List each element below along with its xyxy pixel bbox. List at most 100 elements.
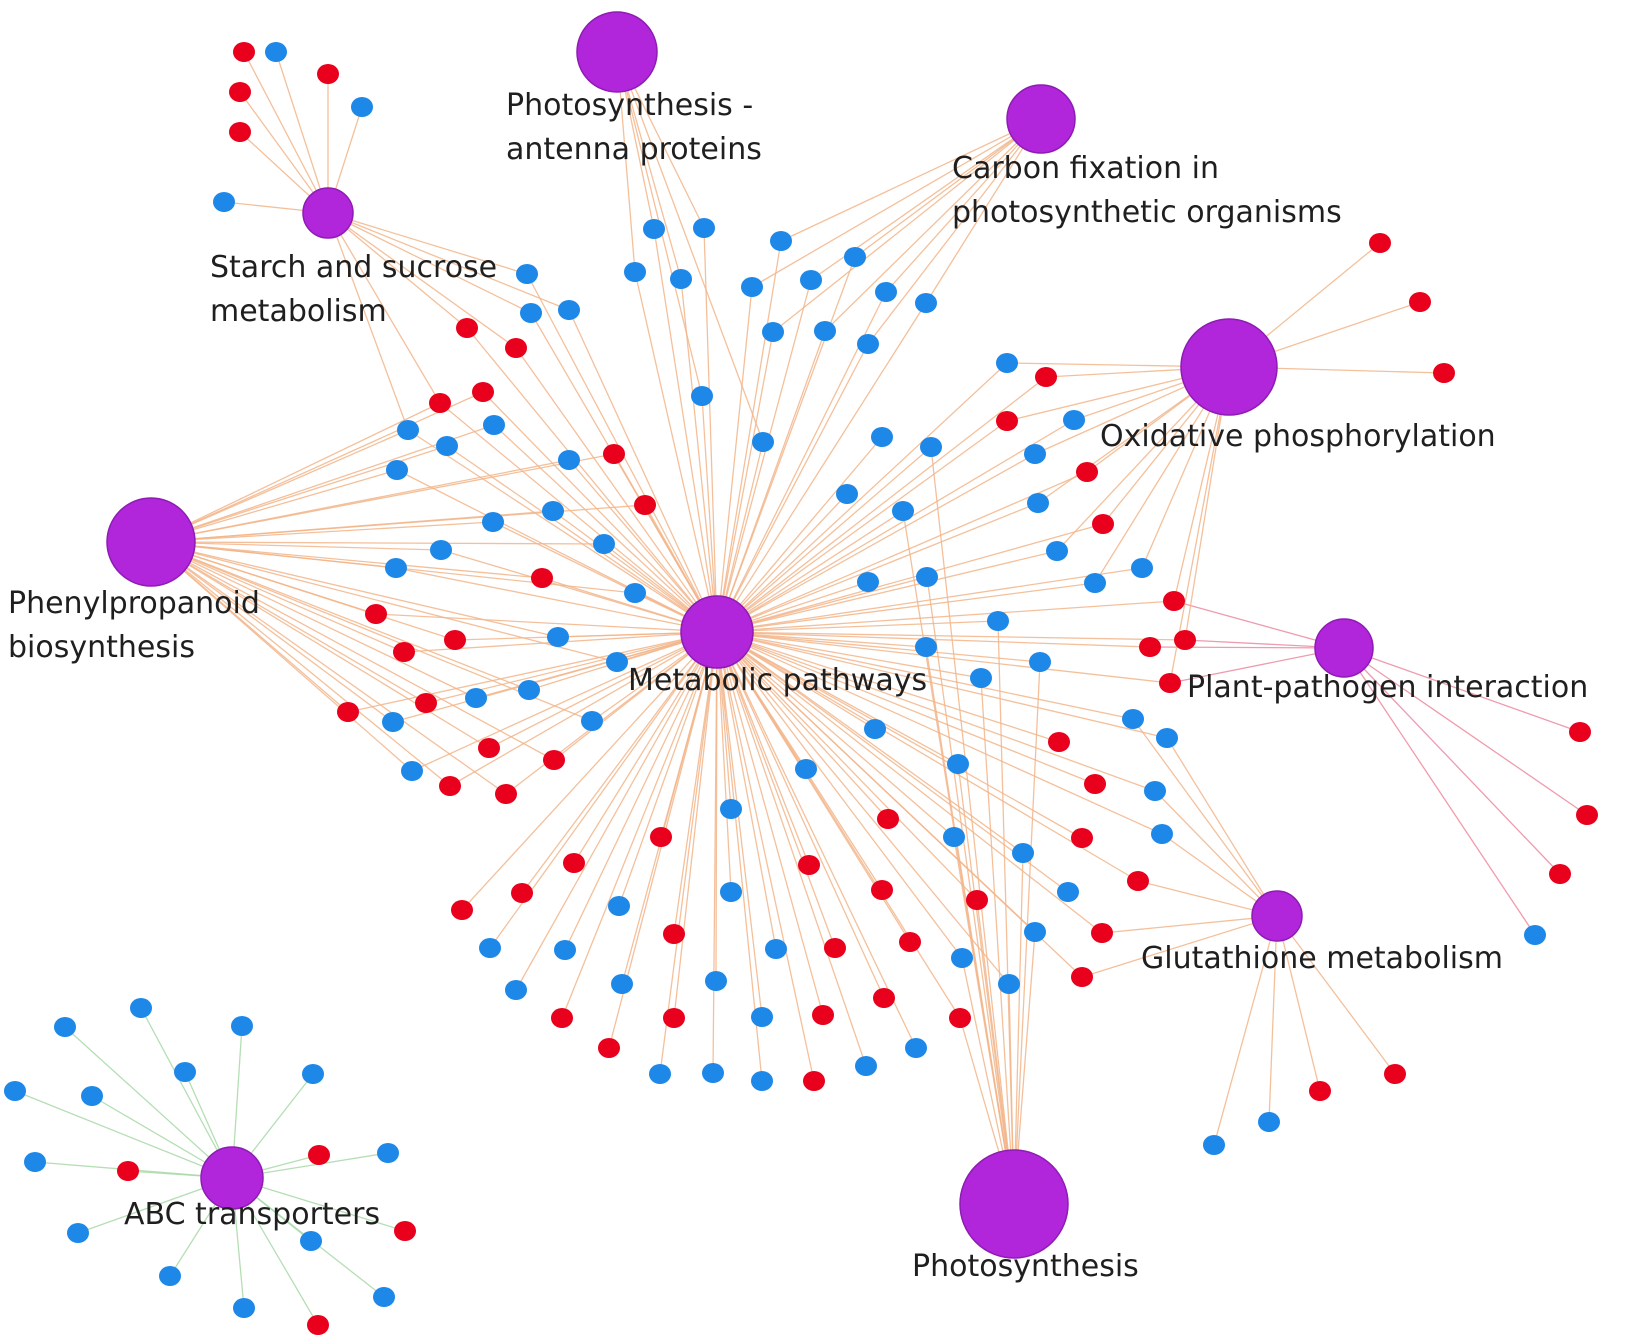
upregulated-gene-node-58[interactable] xyxy=(495,784,517,804)
downregulated-gene-node-32[interactable] xyxy=(857,334,879,354)
downregulated-gene-node-15[interactable] xyxy=(483,415,505,435)
downregulated-gene-node-21[interactable] xyxy=(670,269,692,289)
downregulated-gene-node-14[interactable] xyxy=(397,420,419,440)
downregulated-gene-node-112[interactable] xyxy=(720,799,742,819)
upregulated-gene-node-72[interactable] xyxy=(1035,367,1057,387)
downregulated-gene-node-17[interactable] xyxy=(386,460,408,480)
downregulated-gene-node-7[interactable] xyxy=(516,264,538,284)
downregulated-gene-node-75[interactable] xyxy=(1024,444,1046,464)
downregulated-gene-node-142[interactable] xyxy=(855,1056,877,1076)
downregulated-gene-node-62[interactable] xyxy=(892,501,914,521)
upregulated-gene-node-123[interactable] xyxy=(451,900,473,920)
downregulated-gene-node-29[interactable] xyxy=(915,293,937,313)
downregulated-gene-node-68[interactable] xyxy=(1029,652,1051,672)
downregulated-gene-node-69[interactable] xyxy=(864,719,886,739)
upregulated-gene-node-51[interactable] xyxy=(337,702,359,722)
downregulated-gene-node-132[interactable] xyxy=(611,974,633,994)
upregulated-gene-node-135[interactable] xyxy=(551,1008,573,1028)
upregulated-gene-node-34[interactable] xyxy=(603,444,625,464)
downregulated-gene-node-71[interactable] xyxy=(996,353,1018,373)
downregulated-gene-node-9[interactable] xyxy=(558,300,580,320)
upregulated-gene-node-73[interactable] xyxy=(996,411,1018,431)
downregulated-gene-node-152[interactable] xyxy=(174,1062,196,1082)
downregulated-gene-node-106[interactable] xyxy=(1524,925,1546,945)
downregulated-gene-node-70[interactable] xyxy=(947,754,969,774)
pathway-node-carbon[interactable] xyxy=(1006,84,1076,154)
upregulated-gene-node-133[interactable] xyxy=(873,988,895,1008)
downregulated-gene-node-77[interactable] xyxy=(1027,493,1049,513)
downregulated-gene-node-39[interactable] xyxy=(430,540,452,560)
downregulated-gene-node-111[interactable] xyxy=(795,759,817,779)
downregulated-gene-node-42[interactable] xyxy=(624,583,646,603)
upregulated-gene-node-87[interactable] xyxy=(1409,292,1431,312)
downregulated-gene-node-96[interactable] xyxy=(1012,843,1034,863)
upregulated-gene-node-115[interactable] xyxy=(650,827,672,847)
downregulated-gene-node-59[interactable] xyxy=(871,427,893,447)
upregulated-gene-node-105[interactable] xyxy=(1549,864,1571,884)
downregulated-gene-node-109[interactable] xyxy=(1258,1112,1280,1132)
upregulated-gene-node-46[interactable] xyxy=(393,642,415,662)
upregulated-gene-node-140[interactable] xyxy=(598,1038,620,1058)
downregulated-gene-node-22[interactable] xyxy=(691,386,713,406)
downregulated-gene-node-162[interactable] xyxy=(233,1298,255,1318)
downregulated-gene-node-90[interactable] xyxy=(1156,728,1178,748)
downregulated-gene-node-161[interactable] xyxy=(159,1266,181,1286)
upregulated-gene-node-91[interactable] xyxy=(1048,732,1070,752)
downregulated-gene-node-67[interactable] xyxy=(970,668,992,688)
downregulated-gene-node-18[interactable] xyxy=(643,219,665,239)
upregulated-gene-node-117[interactable] xyxy=(563,853,585,873)
downregulated-gene-node-45[interactable] xyxy=(547,627,569,647)
pathway-node-plantpath[interactable] xyxy=(1314,618,1374,678)
upregulated-gene-node-107[interactable] xyxy=(1384,1064,1406,1084)
downregulated-gene-node-3[interactable] xyxy=(351,97,373,117)
downregulated-gene-node-157[interactable] xyxy=(377,1143,399,1163)
upregulated-gene-node-83[interactable] xyxy=(1174,630,1196,650)
downregulated-gene-node-40[interactable] xyxy=(385,558,407,578)
downregulated-gene-node-134[interactable] xyxy=(505,980,527,1000)
upregulated-gene-node-82[interactable] xyxy=(1163,591,1185,611)
downregulated-gene-node-52[interactable] xyxy=(382,712,404,732)
upregulated-gene-node-35[interactable] xyxy=(634,495,656,515)
downregulated-gene-node-94[interactable] xyxy=(1151,824,1173,844)
downregulated-gene-node-80[interactable] xyxy=(1084,573,1106,593)
upregulated-gene-node-116[interactable] xyxy=(798,855,820,875)
downregulated-gene-node-131[interactable] xyxy=(705,971,727,991)
upregulated-gene-node-4[interactable] xyxy=(229,82,251,102)
downregulated-gene-node-31[interactable] xyxy=(814,321,836,341)
upregulated-gene-node-84[interactable] xyxy=(1139,637,1161,657)
downregulated-gene-node-147[interactable] xyxy=(54,1017,76,1037)
downregulated-gene-node-153[interactable] xyxy=(302,1064,324,1084)
upregulated-gene-node-124[interactable] xyxy=(663,924,685,944)
upregulated-gene-node-43[interactable] xyxy=(365,604,387,624)
upregulated-gene-node-146[interactable] xyxy=(803,1071,825,1091)
downregulated-gene-node-158[interactable] xyxy=(67,1223,89,1243)
downregulated-gene-node-145[interactable] xyxy=(751,1071,773,1091)
downregulated-gene-node-36[interactable] xyxy=(542,501,564,521)
pathway-node-oxphos[interactable] xyxy=(1180,318,1278,416)
downregulated-gene-node-28[interactable] xyxy=(875,282,897,302)
upregulated-gene-node-92[interactable] xyxy=(1084,774,1106,794)
upregulated-gene-node-100[interactable] xyxy=(1071,967,1093,987)
downregulated-gene-node-129[interactable] xyxy=(479,938,501,958)
downregulated-gene-node-23[interactable] xyxy=(752,432,774,452)
downregulated-gene-node-1[interactable] xyxy=(265,42,287,62)
upregulated-gene-node-12[interactable] xyxy=(429,393,451,413)
upregulated-gene-node-0[interactable] xyxy=(233,42,255,62)
downregulated-gene-node-19[interactable] xyxy=(693,218,715,238)
downregulated-gene-node-24[interactable] xyxy=(770,231,792,251)
upregulated-gene-node-163[interactable] xyxy=(307,1315,329,1335)
downregulated-gene-node-79[interactable] xyxy=(1046,541,1068,561)
pathway-node-glutathione[interactable] xyxy=(1251,890,1303,942)
downregulated-gene-node-65[interactable] xyxy=(915,637,937,657)
downregulated-gene-node-102[interactable] xyxy=(998,974,1020,994)
downregulated-gene-node-63[interactable] xyxy=(857,572,879,592)
downregulated-gene-node-27[interactable] xyxy=(800,270,822,290)
downregulated-gene-node-49[interactable] xyxy=(465,688,487,708)
upregulated-gene-node-55[interactable] xyxy=(543,750,565,770)
upregulated-gene-node-54[interactable] xyxy=(478,738,500,758)
downregulated-gene-node-149[interactable] xyxy=(231,1016,253,1036)
upregulated-gene-node-103[interactable] xyxy=(1569,722,1591,742)
downregulated-gene-node-74[interactable] xyxy=(1063,410,1085,430)
upregulated-gene-node-95[interactable] xyxy=(1071,828,1093,848)
downregulated-gene-node-38[interactable] xyxy=(593,534,615,554)
